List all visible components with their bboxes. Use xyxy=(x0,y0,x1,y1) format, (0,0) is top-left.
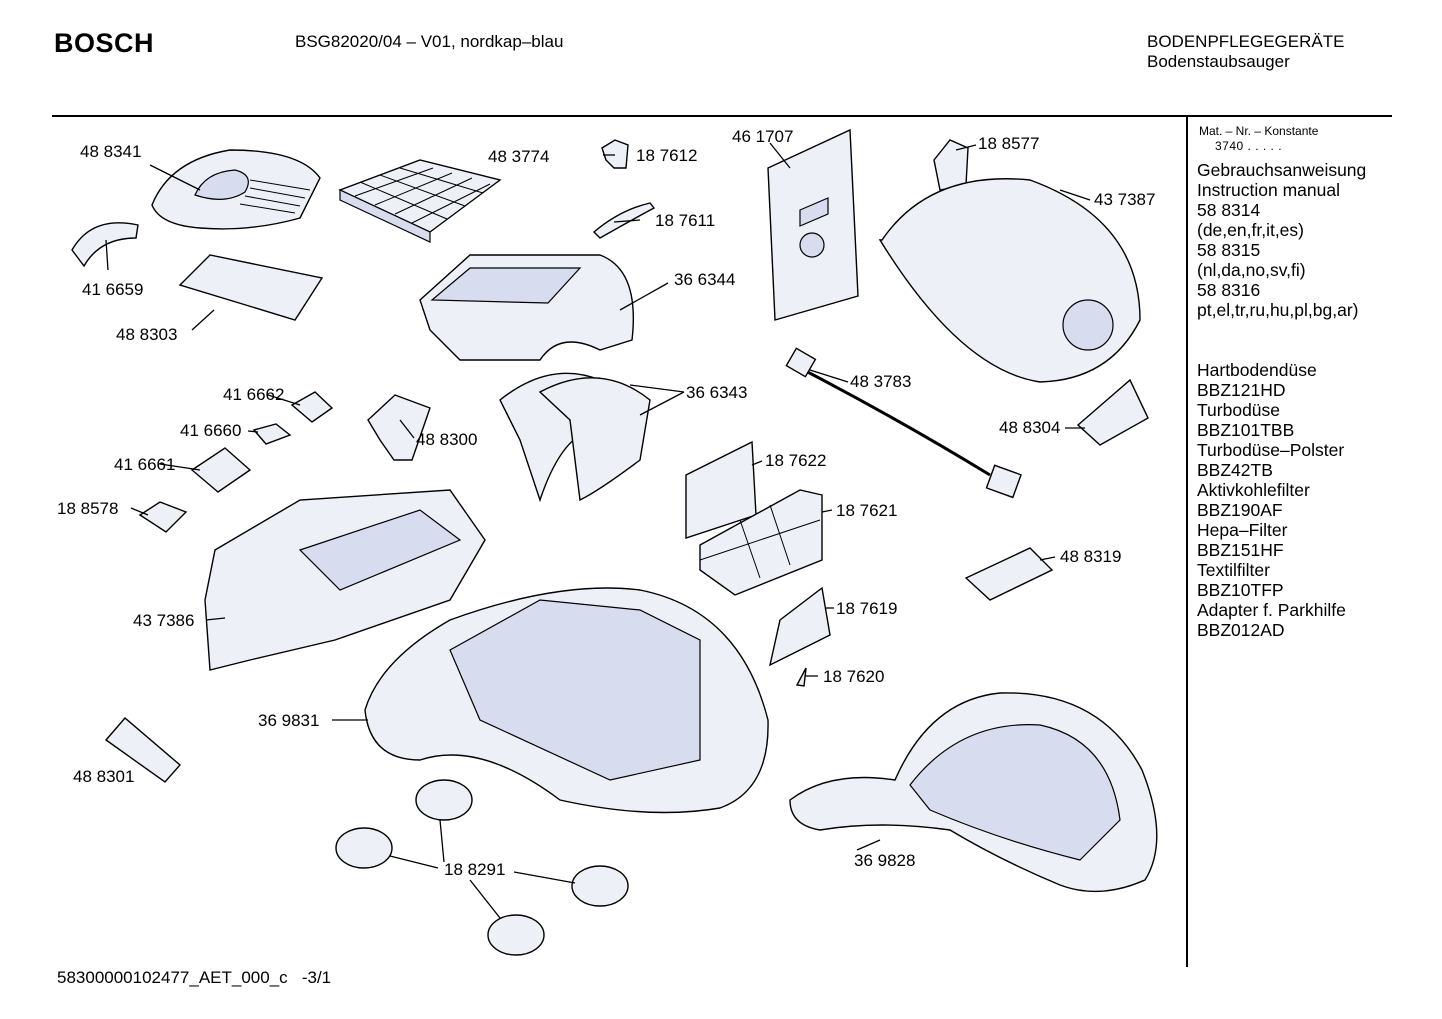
accessory-line: Adapter f. Parkhilfe xyxy=(1197,600,1346,620)
page-indicator: -3/1 xyxy=(301,968,332,987)
accessory-line: Turbodüse xyxy=(1197,400,1281,420)
accessory-line: BBZ012AD xyxy=(1197,620,1285,640)
part-label: 18 8578 xyxy=(57,499,119,518)
part-187611-drawing xyxy=(592,202,656,239)
part-488319-drawing xyxy=(964,547,1054,601)
part-label: 18 7621 xyxy=(836,501,898,520)
accessory-line: Hartbodendüse xyxy=(1197,360,1317,380)
part-label: 36 6343 xyxy=(686,383,748,402)
part-label: 46 1707 xyxy=(732,127,794,146)
accessory-line: BBZ42TB xyxy=(1197,460,1273,480)
part-label: 41 6662 xyxy=(223,385,285,404)
part-label: 48 3783 xyxy=(850,372,912,391)
accessory-line: BBZ190AF xyxy=(1197,500,1283,520)
part-437387-drawing xyxy=(878,178,1141,383)
document-footer: 58300000102477_AET_000_c -3/1 xyxy=(57,968,331,988)
leader-lines xyxy=(105,142,1091,919)
accessory-line: BBZ101TBB xyxy=(1197,420,1295,440)
part-188291-drawing xyxy=(335,779,629,956)
part-188577-drawing xyxy=(933,139,969,191)
manual-line: 58 8316 xyxy=(1197,280,1261,300)
manual-line: (de,en,fr,it,es) xyxy=(1197,220,1304,240)
part-label: 18 7620 xyxy=(823,667,885,686)
manual-line: Instruction manual xyxy=(1197,180,1340,200)
part-label: 43 7387 xyxy=(1094,190,1156,209)
part-label: 41 6661 xyxy=(114,455,176,474)
manual-line: Gebrauchsanweisung xyxy=(1197,160,1367,180)
category-title: BODENPFLEGEGERÄTE xyxy=(1147,32,1345,51)
accessory-line: BBZ121HD xyxy=(1197,380,1286,400)
part-label: 18 7619 xyxy=(836,599,898,618)
part-label: 48 8300 xyxy=(416,430,478,449)
part-label: 18 8291 xyxy=(444,860,506,879)
part-label: 43 7386 xyxy=(133,611,195,630)
part-label: 48 3774 xyxy=(488,147,550,166)
part-label: 18 7612 xyxy=(636,146,698,165)
accessory-line: BBZ151HF xyxy=(1197,540,1284,560)
part-label: 48 8303 xyxy=(116,325,178,344)
part-187612-drawing xyxy=(601,139,629,169)
part-488304-drawing xyxy=(1076,378,1149,446)
part-label: 18 7622 xyxy=(765,451,827,470)
part-483774-drawing xyxy=(338,159,502,243)
part-label: 48 8341 xyxy=(80,142,142,161)
manual-line: pt,el,tr,ru,hu,pl,bg,ar) xyxy=(1197,300,1359,320)
part-488303-drawing xyxy=(178,254,324,321)
part-461707-drawing xyxy=(767,128,859,321)
accessory-line: Aktivkohlefilter xyxy=(1197,480,1310,500)
part-label: 18 8577 xyxy=(978,134,1040,153)
part-483783-drawing xyxy=(785,347,1022,499)
mat-number-value: 3740 . . . . . xyxy=(1215,139,1283,153)
manual-line: 58 8314 xyxy=(1197,200,1261,220)
part-188578-drawing xyxy=(138,501,188,533)
accessory-line: Turbodüse–Polster xyxy=(1197,440,1345,460)
subcategory-title: Bodenstaubsauger xyxy=(1147,52,1290,71)
part-label: 41 6660 xyxy=(180,421,242,440)
part-label: 48 8301 xyxy=(73,767,135,786)
part-488341-drawing xyxy=(151,149,321,230)
part-label: 48 8319 xyxy=(1060,547,1122,566)
brand-logo: BOSCH xyxy=(54,28,155,58)
part-366344-drawing xyxy=(419,254,635,361)
accessory-line: Hepa–Filter xyxy=(1197,520,1288,540)
part-437386-drawing xyxy=(204,489,486,671)
part-187620-drawing xyxy=(795,667,807,687)
part-488300-drawing xyxy=(367,394,431,461)
manual-line: 58 8315 xyxy=(1197,240,1261,260)
sidebar-divider xyxy=(1186,117,1188,967)
manual-line: (nl,da,no,sv,fi) xyxy=(1197,260,1306,280)
part-label: 41 6659 xyxy=(82,280,144,299)
part-369828-drawing xyxy=(789,692,1158,893)
header-divider xyxy=(52,115,1392,117)
part-label: 36 9828 xyxy=(854,851,916,870)
part-416662-drawing xyxy=(290,391,334,423)
part-369831-drawing xyxy=(364,587,769,814)
part-488301-drawing xyxy=(104,717,181,783)
accessory-line: Textilfilter xyxy=(1197,560,1270,580)
part-187621-drawing xyxy=(699,489,823,596)
document-id: 58300000102477_AET_000_c xyxy=(57,968,288,987)
part-label: 18 7611 xyxy=(655,211,716,230)
part-187619-drawing xyxy=(768,586,831,667)
mat-number-label: Mat. – Nr. – Konstante xyxy=(1199,124,1319,138)
part-label: 36 9831 xyxy=(258,711,320,730)
accessory-line: BBZ10TFP xyxy=(1197,580,1284,600)
model-number: BSG82020/04 – V01, nordkap–blau xyxy=(295,32,564,51)
part-416659-drawing xyxy=(71,222,139,268)
accessory-list: Gebrauchsanweisung Instruction manual 58… xyxy=(1197,160,1366,640)
part-416660-drawing xyxy=(252,423,292,445)
part-label: 48 8304 xyxy=(999,418,1061,437)
part-label: 36 6344 xyxy=(674,270,736,289)
part-366343-drawing xyxy=(499,372,651,503)
part-416661-drawing xyxy=(190,447,252,493)
